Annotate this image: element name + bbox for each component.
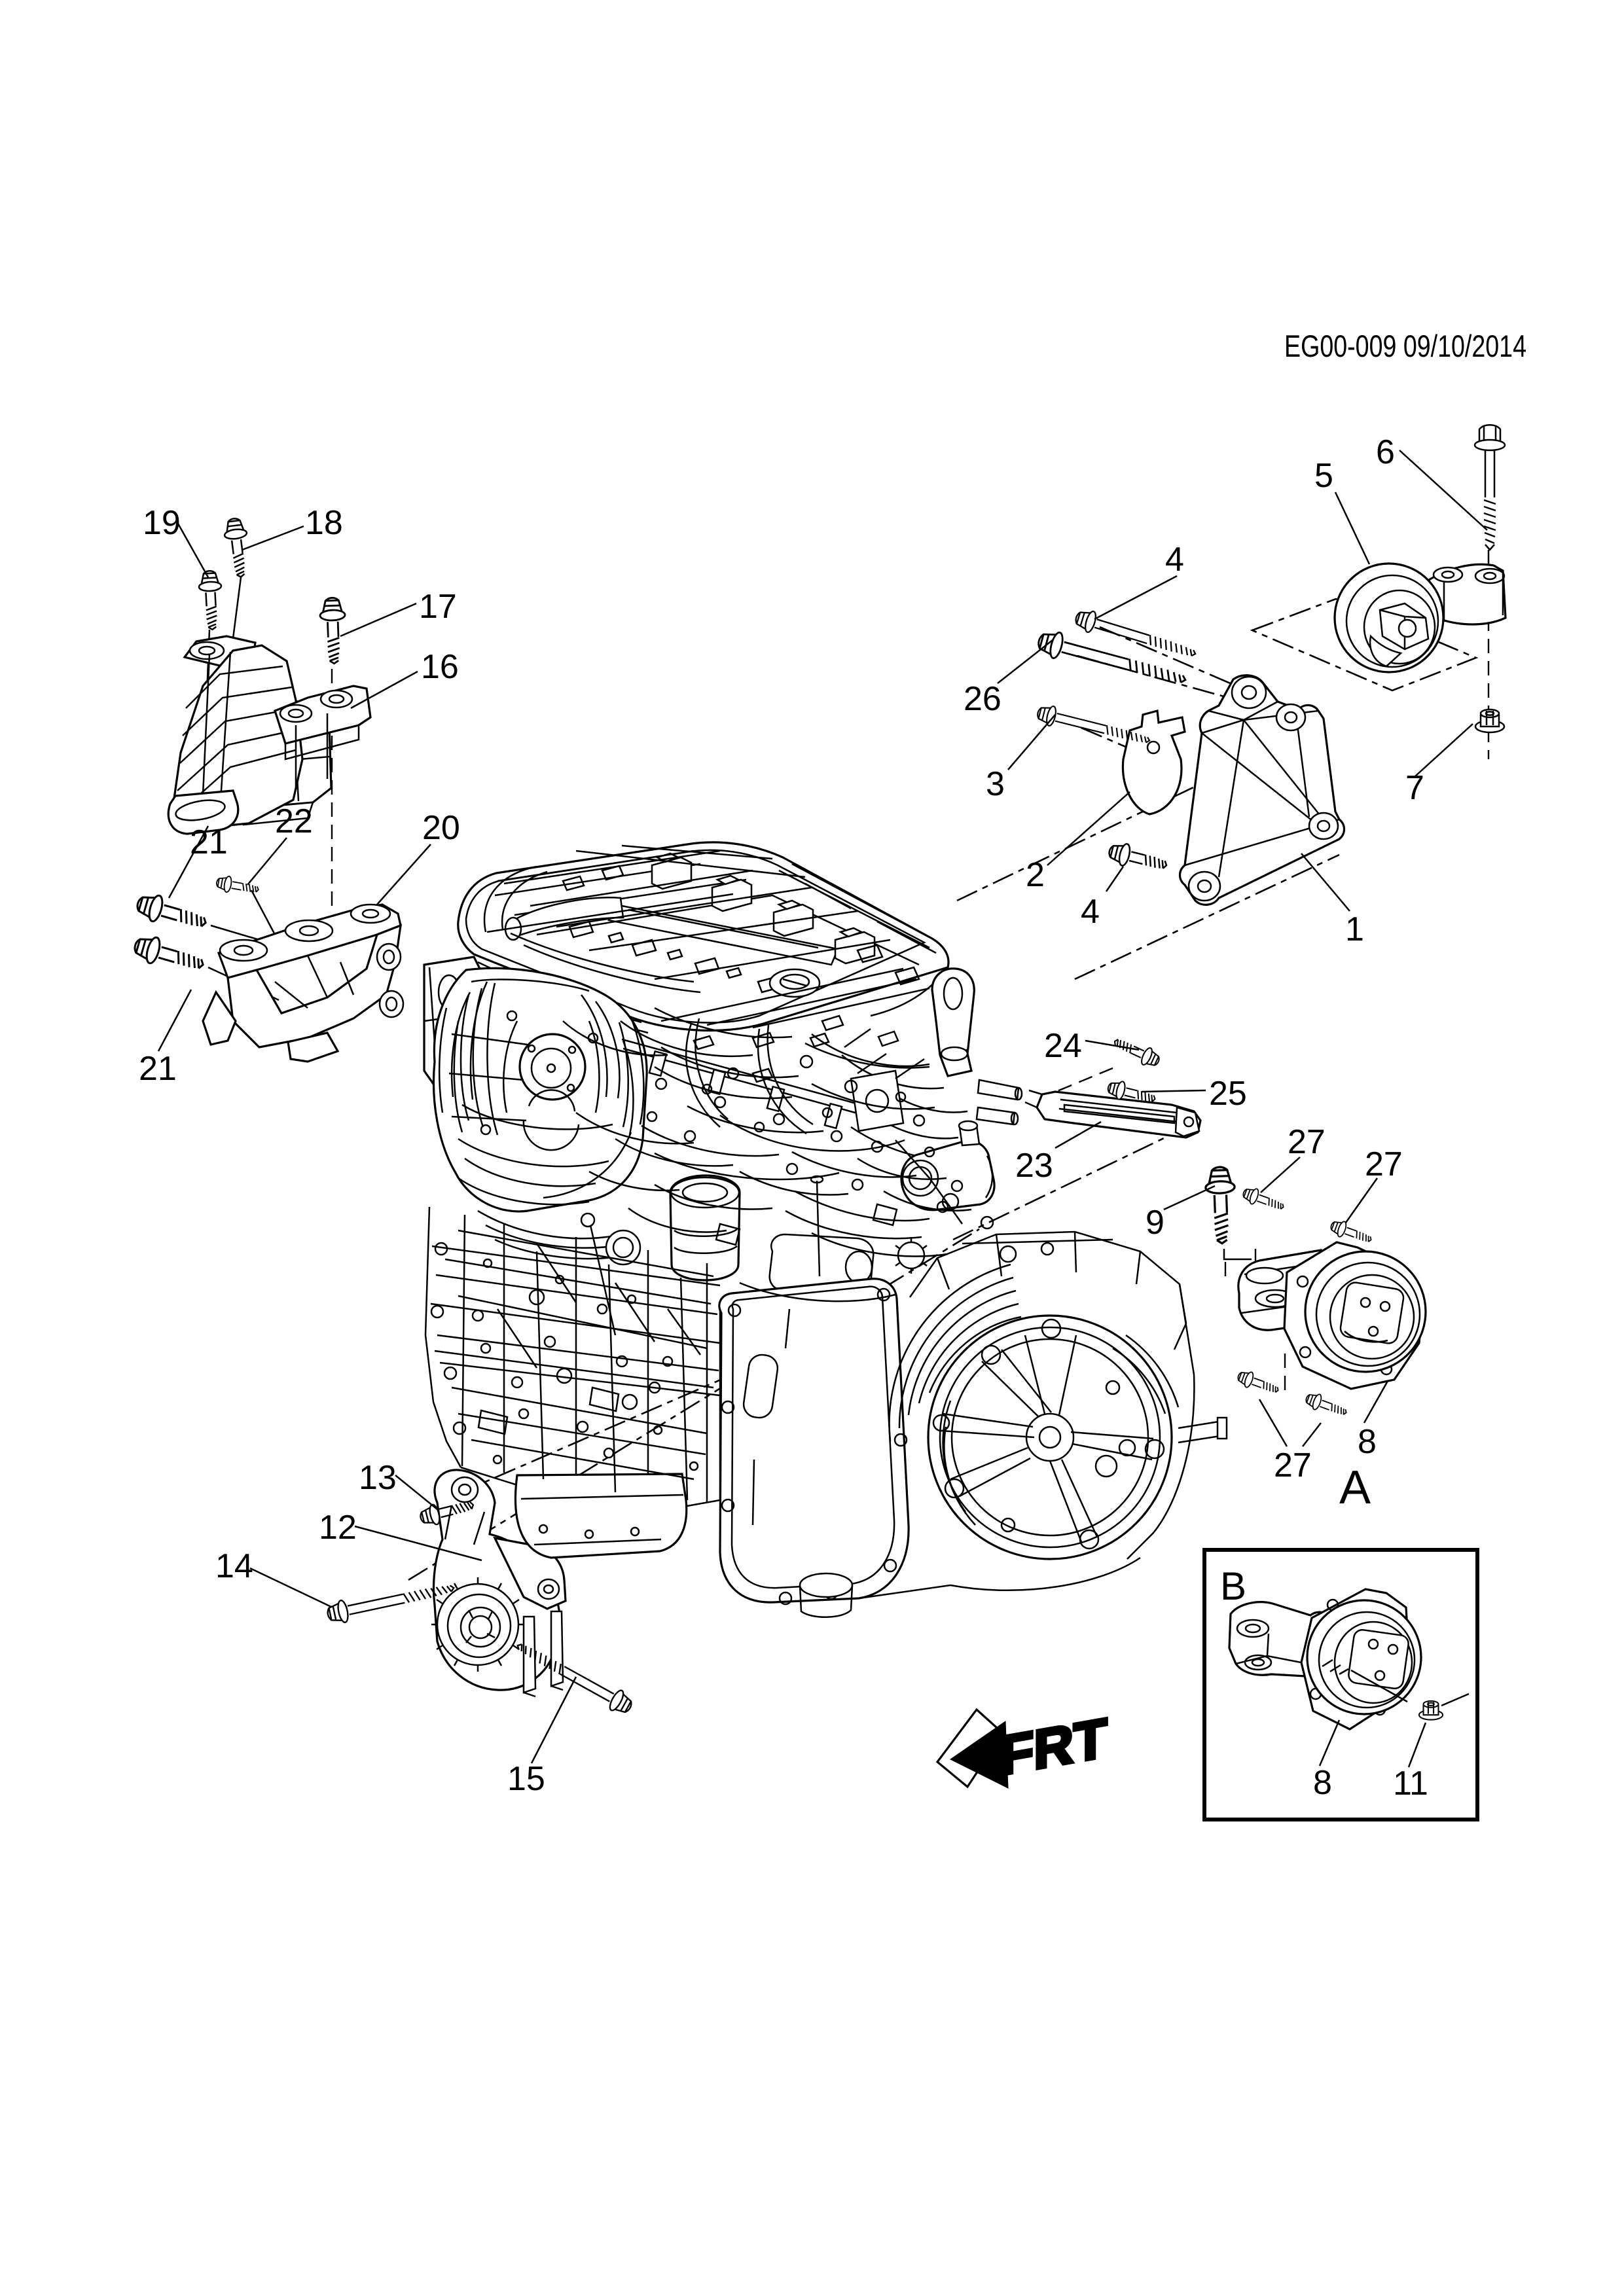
svg-text:14: 14 [215,1547,253,1585]
svg-text:9: 9 [1146,1204,1164,1242]
svg-text:13: 13 [359,1459,397,1497]
svg-text:27: 27 [1274,1446,1312,1484]
svg-text:26: 26 [964,680,1001,718]
svg-text:22: 22 [275,802,313,840]
svg-text:EG00-009 09/10/2014: EG00-009 09/10/2014 [1284,329,1526,363]
svg-text:A: A [1339,1462,1371,1514]
svg-text:19: 19 [143,504,181,542]
svg-text:6: 6 [1376,433,1395,471]
svg-text:5: 5 [1314,457,1333,495]
svg-text:20: 20 [422,809,460,847]
svg-text:2: 2 [1026,856,1045,894]
svg-text:4: 4 [1165,541,1184,579]
svg-text:17: 17 [419,588,457,626]
svg-text:7: 7 [1405,769,1424,807]
svg-text:15: 15 [507,1760,545,1798]
svg-text:8: 8 [1358,1423,1377,1461]
svg-text:25: 25 [1209,1075,1247,1113]
svg-text:1: 1 [1345,910,1364,948]
svg-text:27: 27 [1288,1123,1326,1161]
svg-text:B: B [1220,1564,1246,1608]
svg-text:23: 23 [1015,1147,1053,1185]
svg-text:24: 24 [1044,1027,1082,1065]
svg-text:27: 27 [1365,1145,1403,1183]
svg-text:4: 4 [1081,893,1100,931]
svg-text:18: 18 [305,504,343,542]
svg-text:21: 21 [139,1050,177,1088]
svg-text:3: 3 [986,765,1005,803]
svg-text:16: 16 [421,648,459,686]
svg-text:12: 12 [319,1509,357,1547]
svg-text:8: 8 [1313,1764,1332,1802]
svg-text:21: 21 [190,823,228,861]
svg-text:11: 11 [1393,1765,1428,1803]
